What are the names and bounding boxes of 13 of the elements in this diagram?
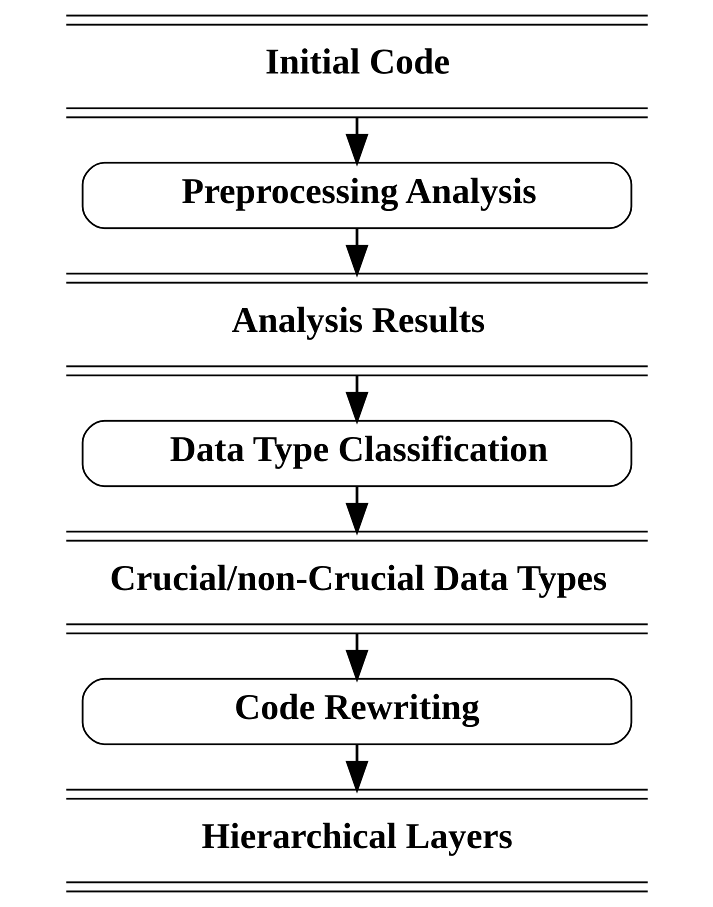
arrow <box>345 486 368 536</box>
arrow <box>345 228 368 278</box>
node-box: Preprocessing Analysis <box>81 162 632 230</box>
node-text: Analysis Results <box>231 300 484 340</box>
node-box: Data Type Classification <box>81 420 632 488</box>
arrow <box>345 744 368 794</box>
node-text: Hierarchical Layers <box>201 816 512 856</box>
node-box: Code Rewriting <box>81 678 632 746</box>
arrow <box>345 634 368 683</box>
node-text: Crucial/non-Crucial Data Types <box>109 558 607 598</box>
arrow <box>345 118 368 167</box>
arrow <box>345 376 368 425</box>
node-text: Initial Code <box>264 42 450 82</box>
